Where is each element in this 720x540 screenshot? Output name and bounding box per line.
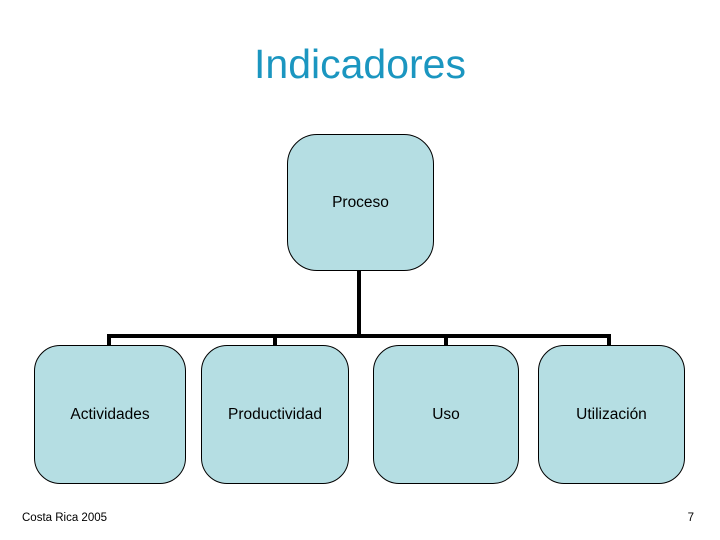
connector-drop-actividades bbox=[107, 334, 111, 347]
node-proceso[interactable]: Proceso bbox=[287, 134, 434, 271]
node-proceso-label: Proceso bbox=[332, 193, 389, 211]
node-uso-label: Uso bbox=[432, 405, 460, 423]
node-actividades-label: Actividades bbox=[70, 405, 150, 423]
footer-page-number: 7 bbox=[687, 512, 694, 524]
node-utilizacion-label: Utilización bbox=[576, 405, 647, 423]
node-productividad[interactable]: Productividad bbox=[201, 345, 349, 484]
node-uso[interactable]: Uso bbox=[373, 345, 519, 484]
connector-drop-uso bbox=[444, 334, 448, 347]
node-utilizacion[interactable]: Utilización bbox=[538, 345, 685, 484]
footer-source-label: Costa Rica 2005 bbox=[22, 512, 108, 524]
connector-horizontal-bus bbox=[107, 334, 611, 338]
connector-drop-productividad bbox=[273, 334, 277, 347]
node-productividad-label: Productividad bbox=[228, 405, 322, 423]
node-actividades[interactable]: Actividades bbox=[34, 345, 186, 484]
connector-drop-utilizacion bbox=[607, 334, 611, 347]
page-title: Indicadores bbox=[254, 41, 466, 87]
connector-trunk-vertical bbox=[357, 270, 361, 338]
